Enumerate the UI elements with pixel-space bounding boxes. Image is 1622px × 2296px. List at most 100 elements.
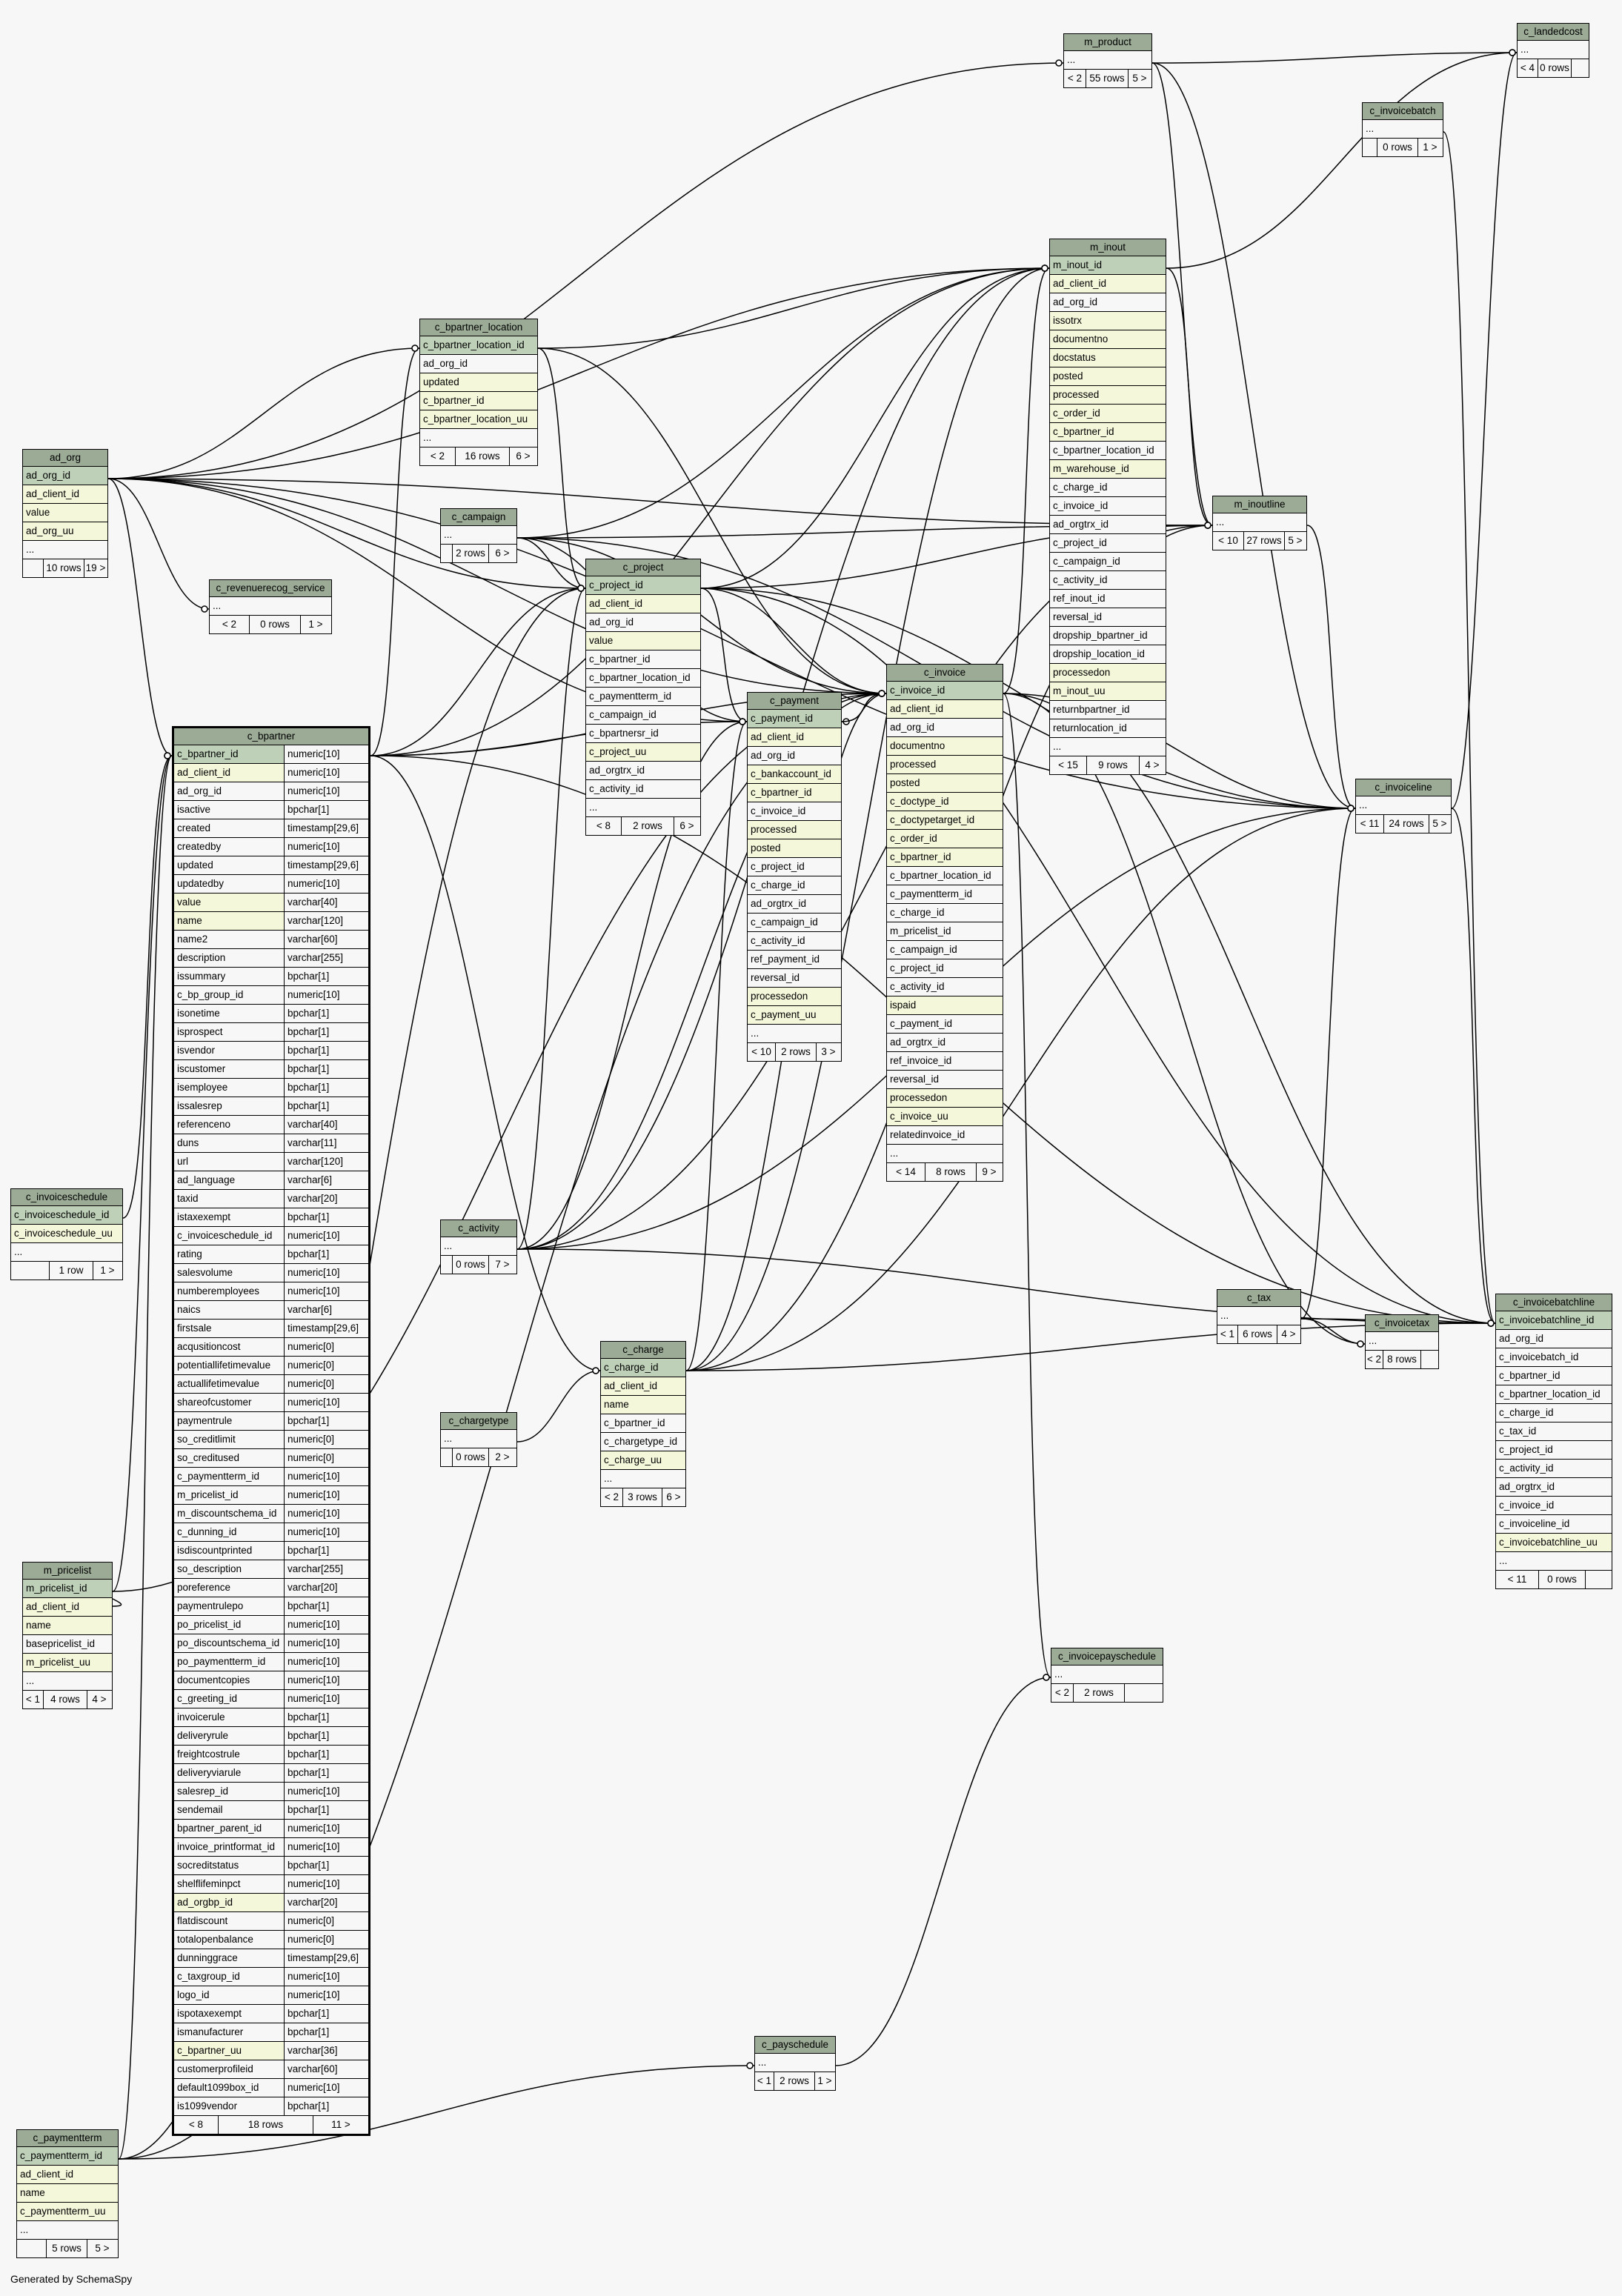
column-row[interactable]: reversal_id	[748, 969, 841, 988]
column-row[interactable]: ...	[420, 429, 537, 447]
column-row[interactable]: ...	[23, 541, 107, 559]
column-row[interactable]: processed	[1050, 386, 1166, 405]
table-title[interactable]: c_invoicetax	[1366, 1315, 1438, 1332]
column-row[interactable]: relatedinvoice_id	[887, 1126, 1003, 1145]
column-row[interactable]: m_inout_id	[1050, 256, 1166, 275]
table-title[interactable]: c_charge	[601, 1342, 685, 1359]
column-row[interactable]: m_pricelist_id	[887, 922, 1003, 941]
column-row[interactable]: processed	[748, 821, 841, 839]
column-row[interactable]: c_paymentterm_id	[17, 2147, 118, 2166]
column-row[interactable]: processedon	[1050, 664, 1166, 682]
column-row[interactable]: documentno	[1050, 330, 1166, 349]
column-row[interactable]: ad_orgtrx_id	[1050, 516, 1166, 534]
column-row[interactable]: c_invoiceschedule_id	[11, 1206, 122, 1225]
column-row[interactable]: ...	[11, 1243, 122, 1262]
column-row[interactable]: ...	[1217, 1307, 1300, 1325]
column-row[interactable]: ad_org_uu	[23, 522, 107, 541]
footer-children[interactable]: 1 >	[817, 2075, 832, 2086]
footer-parents[interactable]: < 1	[23, 1691, 44, 1708]
table-title[interactable]: c_payment	[748, 693, 841, 710]
column-row[interactable]: c_charge_id	[748, 876, 841, 895]
footer-children[interactable]: 19 >	[85, 562, 106, 573]
column-row[interactable]: returnlocation_id	[1050, 719, 1166, 738]
footer-parents[interactable]: < 8	[174, 2116, 219, 2134]
footer-parents[interactable]: < 8	[586, 817, 622, 835]
footer-parents[interactable]: < 4	[1518, 59, 1538, 77]
column-row[interactable]: c_paymentterm_id	[887, 885, 1003, 904]
column-row[interactable]: dropship_location_id	[1050, 645, 1166, 664]
column-row[interactable]: c_bpartner_location_id	[1050, 442, 1166, 460]
footer-parents[interactable]	[441, 1256, 453, 1274]
column-row[interactable]: c_campaign_id	[887, 941, 1003, 959]
column-row[interactable]: c_bpartner_location_id	[1496, 1385, 1612, 1404]
column-row[interactable]: ...	[17, 2221, 118, 2240]
column-row[interactable]: ad_client_id	[23, 485, 107, 504]
column-row[interactable]: ad_org_id	[748, 747, 841, 765]
column-row[interactable]: c_bpartner_location_uu	[420, 410, 537, 429]
column-row[interactable]: ad_org_id	[23, 467, 107, 485]
table-title[interactable]: c_invoicebatchline	[1496, 1294, 1612, 1311]
column-row[interactable]: c_charge_id	[1050, 479, 1166, 497]
footer-parents[interactable]: < 10	[1213, 532, 1244, 550]
column-row[interactable]: name	[601, 1396, 685, 1414]
table-title[interactable]: c_invoice	[887, 665, 1003, 682]
column-row[interactable]: ...	[748, 1025, 841, 1043]
table-title[interactable]: ad_org	[23, 450, 107, 467]
column-row[interactable]: c_payment_uu	[748, 1006, 841, 1025]
column-row[interactable]: ...	[441, 1237, 516, 1256]
footer-parents[interactable]: < 11	[1496, 1571, 1539, 1588]
column-row[interactable]: c_invoice_id	[1050, 497, 1166, 516]
table-title[interactable]: c_invoiceschedule	[11, 1189, 122, 1206]
footer-parents[interactable]: < 2	[210, 616, 250, 633]
column-row[interactable]: c_tax_id	[1496, 1422, 1612, 1441]
table-title[interactable]: c_bpartner_location	[420, 319, 537, 336]
footer-parents[interactable]	[441, 545, 453, 562]
column-row[interactable]: c_bpartner_location_id	[586, 669, 700, 688]
column-row[interactable]: m_warehouse_id	[1050, 460, 1166, 479]
column-row[interactable]: ad_client_id	[748, 728, 841, 747]
footer-children[interactable]: 4 >	[1281, 1328, 1296, 1340]
column-row[interactable]: c_campaign_id	[1050, 553, 1166, 571]
column-row[interactable]: c_bpartnersr_id	[586, 725, 700, 743]
footer-children[interactable]: 3 >	[821, 1046, 836, 1057]
column-row[interactable]: ad_client_id	[23, 1598, 112, 1617]
footer-parents[interactable]	[23, 559, 44, 577]
column-row[interactable]: ref_payment_id	[748, 951, 841, 969]
column-row[interactable]: ...	[1518, 41, 1589, 59]
table-title[interactable]: c_invoicepayschedule	[1051, 1648, 1163, 1666]
column-row[interactable]: ad_client_id	[887, 700, 1003, 719]
